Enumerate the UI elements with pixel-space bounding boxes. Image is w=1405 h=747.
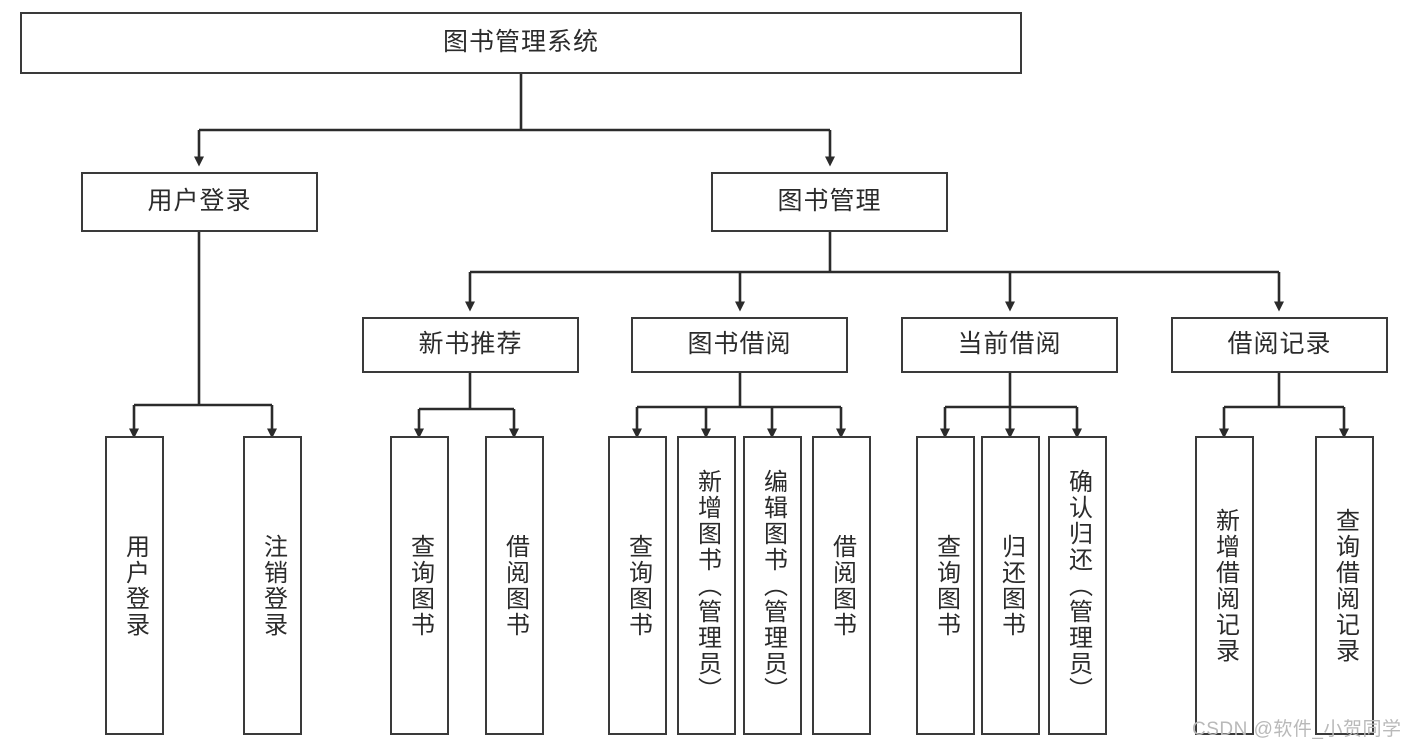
- node-leaf-query-book-borrow[interactable]: 查询图书: [608, 436, 667, 735]
- node-leaf-return-book[interactable]: 归还图书: [981, 436, 1040, 735]
- node-label: 图书借阅: [687, 330, 792, 359]
- node-label: 用户登录: [121, 533, 149, 638]
- node-label: 新增借阅记录: [1211, 507, 1239, 664]
- node-label: 确认归还（管理员）: [1064, 468, 1092, 703]
- node-label: 借阅图书: [501, 533, 529, 638]
- node-label: 新书推荐: [418, 330, 523, 359]
- node-label: 查询借阅记录: [1331, 507, 1359, 664]
- node-label: 当前借阅: [957, 330, 1062, 359]
- node-leaf-add-borrow-record[interactable]: 新增借阅记录: [1195, 436, 1254, 735]
- node-label: 借阅图书: [828, 533, 856, 638]
- node-leaf-confirm-return[interactable]: 确认归还（管理员）: [1048, 436, 1107, 735]
- node-new-book-recommend[interactable]: 新书推荐: [362, 317, 579, 373]
- node-user-login[interactable]: 用户登录: [81, 172, 318, 232]
- node-label: 编辑图书（管理员）: [759, 468, 787, 703]
- node-root-book-management-system[interactable]: 图书管理系统: [20, 12, 1022, 74]
- watermark: CSDN @软件_小贺同学: [1192, 719, 1402, 740]
- node-leaf-query-book-current[interactable]: 查询图书: [916, 436, 975, 735]
- node-leaf-query-borrow-record[interactable]: 查询借阅记录: [1315, 436, 1374, 735]
- node-label: 图书管理系统: [442, 28, 599, 57]
- node-label: 用户登录: [147, 187, 252, 216]
- node-label: 注销登录: [259, 533, 287, 638]
- node-book-management[interactable]: 图书管理: [711, 172, 948, 232]
- node-leaf-add-book[interactable]: 新增图书（管理员）: [677, 436, 736, 735]
- node-current-borrow[interactable]: 当前借阅: [901, 317, 1118, 373]
- node-label: 归还图书: [997, 533, 1025, 638]
- node-label: 新增图书（管理员）: [693, 468, 721, 703]
- node-label: 查询图书: [406, 533, 434, 638]
- node-label: 图书管理: [777, 187, 882, 216]
- node-leaf-edit-book[interactable]: 编辑图书（管理员）: [743, 436, 802, 735]
- node-label: 查询图书: [932, 533, 960, 638]
- node-leaf-query-book-recommend[interactable]: 查询图书: [390, 436, 449, 735]
- node-borrow-record[interactable]: 借阅记录: [1171, 317, 1388, 373]
- node-leaf-borrow-book[interactable]: 借阅图书: [812, 436, 871, 735]
- node-book-borrow[interactable]: 图书借阅: [631, 317, 848, 373]
- node-leaf-user-logout[interactable]: 注销登录: [243, 436, 302, 735]
- node-leaf-borrow-book-recommend[interactable]: 借阅图书: [485, 436, 544, 735]
- node-label: 查询图书: [624, 533, 652, 638]
- node-label: 借阅记录: [1227, 330, 1332, 359]
- node-leaf-user-login[interactable]: 用户登录: [105, 436, 164, 735]
